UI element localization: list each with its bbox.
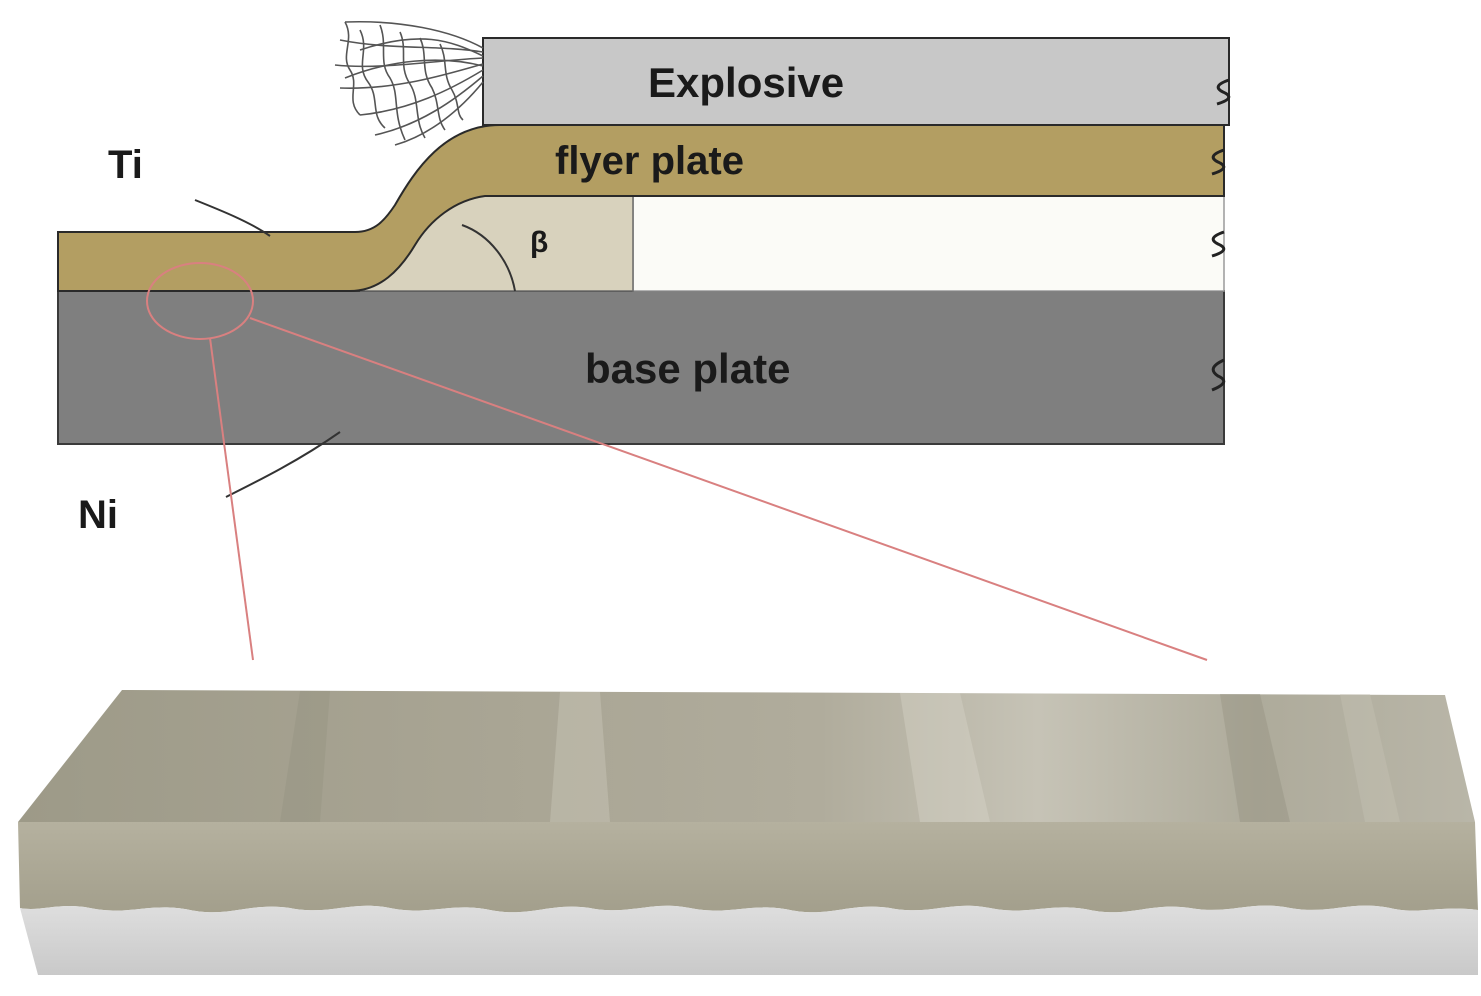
ti-label: Ti [108, 143, 143, 187]
ni-label: Ni [78, 493, 118, 537]
base-plate: base plate [57, 290, 1226, 445]
angle-label: β [530, 226, 548, 259]
base-plate-label: base plate [585, 345, 790, 392]
interface-front-ti [18, 822, 1478, 913]
interface-top-face [18, 690, 1475, 822]
flyer-plate: flyer plate [57, 124, 1226, 292]
zoom-indicator [146, 262, 1208, 661]
base-plate-body [57, 290, 1225, 445]
standoff-gap [632, 195, 1225, 292]
zoom-line-left [209, 337, 254, 661]
ti-leader-line [194, 199, 271, 237]
break-mark-explosive [1216, 78, 1231, 106]
break-mark-gap [1211, 230, 1226, 258]
angle-arc [461, 224, 516, 292]
zoom-circle [146, 262, 254, 340]
explosive-layer: Explosive [482, 37, 1231, 126]
interface-texture [280, 691, 1400, 822]
explosive-label: Explosive [648, 59, 844, 106]
flyer-plate-body [57, 124, 1225, 292]
interface-front-ni [20, 905, 1478, 975]
interface-block [18, 690, 1478, 975]
detonation-burst-icon [334, 20, 484, 146]
zoom-line-right [249, 317, 1208, 661]
explosive-body [482, 37, 1230, 126]
flyer-plate-label: flyer plate [555, 139, 744, 183]
ni-leader-line [225, 431, 341, 498]
break-mark-base [1211, 358, 1226, 392]
break-mark-flyer [1211, 148, 1226, 176]
